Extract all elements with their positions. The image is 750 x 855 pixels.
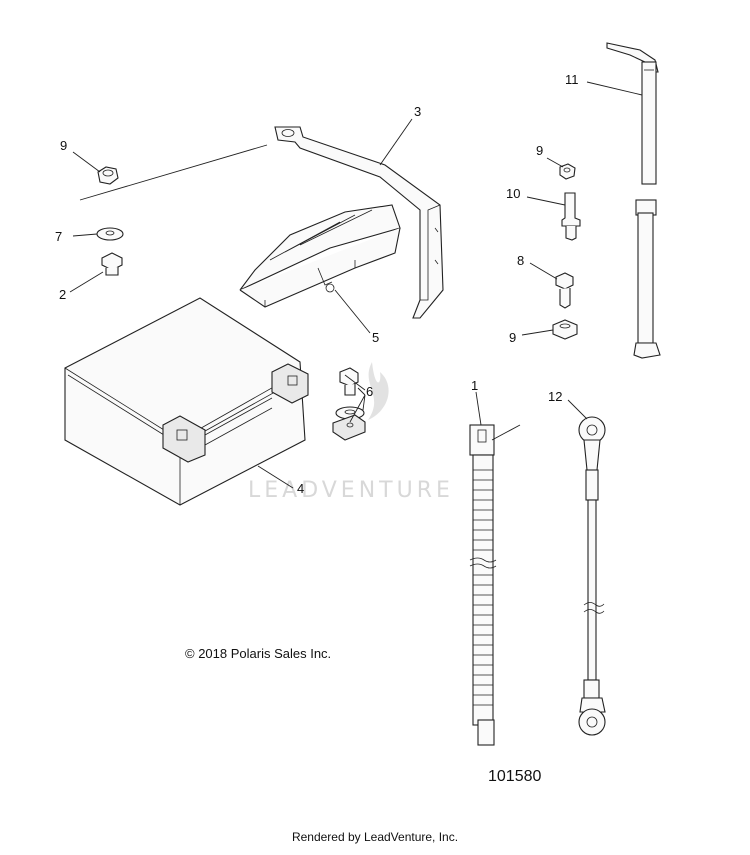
callout-labels: 1 2 3 4 5 6 7 8 9 9 9 10 11 12 xyxy=(55,72,579,496)
callout-4: 4 xyxy=(297,481,304,496)
part-11-cable xyxy=(606,42,661,359)
callout-9-bottom-right: 9 xyxy=(509,330,516,345)
callout-7: 7 xyxy=(55,229,62,244)
render-credit-footer: Rendered by LeadVenture, Inc. xyxy=(291,830,459,844)
watermark-text: LEADVENTURE xyxy=(248,478,454,503)
part-1-corrugated-cable xyxy=(469,424,521,746)
callout-6: 6 xyxy=(366,384,373,399)
part-2-bolt xyxy=(101,252,123,276)
callout-11: 11 xyxy=(565,72,579,87)
callout-10: 10 xyxy=(506,186,520,201)
watermark-flame-icon xyxy=(368,362,389,420)
callout-1: 1 xyxy=(471,378,478,393)
copyright-notice: © 2018 Polaris Sales Inc. xyxy=(185,646,331,661)
part-10-stud xyxy=(561,192,581,241)
watermark: LEADVENTURE xyxy=(248,362,454,503)
part-9-nut-top-right xyxy=(559,163,576,180)
callout-2: 2 xyxy=(59,287,66,302)
part-9-nut-left xyxy=(97,166,119,185)
part-3-battery-bracket xyxy=(274,126,444,319)
callout-9-top-right: 9 xyxy=(536,143,543,158)
part-9-nut-bottom-right xyxy=(552,319,578,340)
callout-12: 12 xyxy=(548,389,562,404)
callout-5: 5 xyxy=(372,330,379,345)
leader-lines xyxy=(69,81,643,489)
part-7-washer xyxy=(96,227,124,241)
part-5-battery-tray xyxy=(239,204,401,308)
part-4-battery xyxy=(64,297,309,506)
part-8-bolt xyxy=(555,272,574,309)
callout-8: 8 xyxy=(517,253,524,268)
callout-9-left: 9 xyxy=(60,138,67,153)
figure-id: 101580 xyxy=(488,768,541,785)
callout-3: 3 xyxy=(414,104,421,119)
part-12-ground-strap xyxy=(578,416,606,736)
